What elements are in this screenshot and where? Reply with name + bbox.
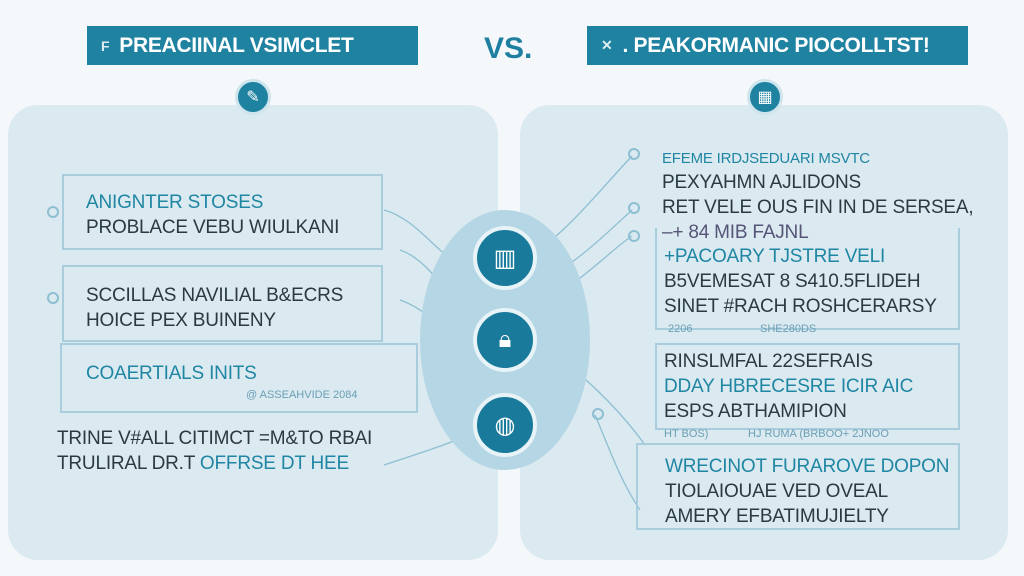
box-text: SCCILLAS NAVILIAL B&ECRS: [86, 285, 344, 306]
left-box-1: ANIGNTER STOSES PROBLACE VEBU WIULKANI: [62, 174, 383, 250]
box-note: SHE280DS: [760, 323, 817, 335]
right-box-1: +PACOARY TJSTRE VELI B5VEMESAT 8 S410.5F…: [655, 228, 960, 330]
bullet-icon: [628, 202, 640, 214]
box-note: HJ RUMA (BRBOO+ 2JNOO: [748, 428, 889, 440]
header-icon: F: [101, 37, 110, 54]
right-panel: [520, 105, 1008, 560]
box-text: ESPS ABTHAMIPION: [664, 401, 847, 422]
building-icon: ▥: [473, 226, 537, 290]
header-icon: ✕: [601, 37, 613, 53]
box-note: @ ASSEAHVIDE 2084: [246, 389, 358, 401]
box-text: AMERY EFBATIMUJIELTY: [665, 506, 889, 527]
box-text: HOICE PEX BUINENY: [86, 310, 276, 331]
footer-text: TRINE V#ALL CITIMCT =M&TO RBAI: [57, 428, 373, 449]
left-box-2: SCCILLAS NAVILIAL B&ECRS HOICE PEX BUINE…: [62, 265, 383, 342]
box-text: B5VEMESAT 8 S410.5FLIDEH: [664, 271, 921, 292]
bullet-icon: [592, 408, 604, 420]
right-header: ✕ . PEAKORMANIC PIOCOLLTST!: [587, 26, 968, 65]
text-line: –+ 84 MIB FAJNL: [662, 222, 809, 243]
lock-icon: 🔒︎: [473, 308, 537, 372]
text-line: PEXYAHMN AJLIDONS: [662, 172, 861, 193]
tools-icon: ✎: [235, 79, 271, 115]
box-text: RINSLMFAL 22SEFRAIS: [664, 351, 873, 372]
right-header-title: . PEAKORMANIC PIOCOLLTST!: [622, 33, 930, 57]
left-box-3: COAERTIALS INITS @ ASSEAHVIDE 2084: [60, 343, 418, 413]
box-text: DDAY HBRECESRE ICIR AIC: [664, 376, 914, 397]
text-line: RET VELE OUS FIN IN DE SERSEA,: [662, 197, 974, 218]
box-note: HT BOS): [664, 428, 709, 440]
box-text: PROBLACE VEBU WIULKANI: [86, 217, 340, 238]
box-text: TIOLAIOUAE VED OVEAL: [665, 481, 889, 502]
right-top-text: EFEME IRDJSEDUARI MSVTC PEXYAHMN AJLIDON…: [662, 148, 974, 245]
left-header-title: PREACIINAL VSIMCLET: [119, 33, 354, 57]
box-title: ANIGNTER STOSES: [86, 192, 264, 213]
box-title: +PACOARY TJSTRE VELI: [664, 246, 886, 267]
box-note: 2206: [668, 323, 693, 335]
vs-label: VS.: [484, 32, 533, 65]
footer-text: TRULIRAL DR.T: [57, 453, 195, 474]
box-title: WRECINOT FURAROVE DOPON: [665, 456, 950, 477]
footer-text: OFFRSE DT HEE: [199, 453, 349, 474]
globe-icon: ◍: [473, 393, 537, 457]
box-text: SINET #RACH ROSHCERARSY: [664, 296, 937, 317]
right-box-3: WRECINOT FURAROVE DOPON TIOLAIOUAE VED O…: [636, 443, 960, 530]
bullet-icon: [628, 148, 640, 160]
left-footer: TRINE V#ALL CITIMCT =M&TO RBAI TRULIRAL …: [57, 426, 372, 476]
bullet-icon: [47, 206, 59, 218]
right-box-2: RINSLMFAL 22SEFRAIS DDAY HBRECESRE ICIR …: [655, 343, 960, 430]
left-header: F PREACIINAL VSIMCLET: [87, 26, 418, 65]
chart-icon: ▦: [747, 79, 783, 115]
bullet-icon: [628, 230, 640, 242]
section-title: EFEME IRDJSEDUARI MSVTC: [662, 150, 870, 167]
box-title: COAERTIALS INITS: [86, 363, 257, 384]
left-panel: [8, 105, 498, 560]
bullet-icon: [47, 292, 59, 304]
